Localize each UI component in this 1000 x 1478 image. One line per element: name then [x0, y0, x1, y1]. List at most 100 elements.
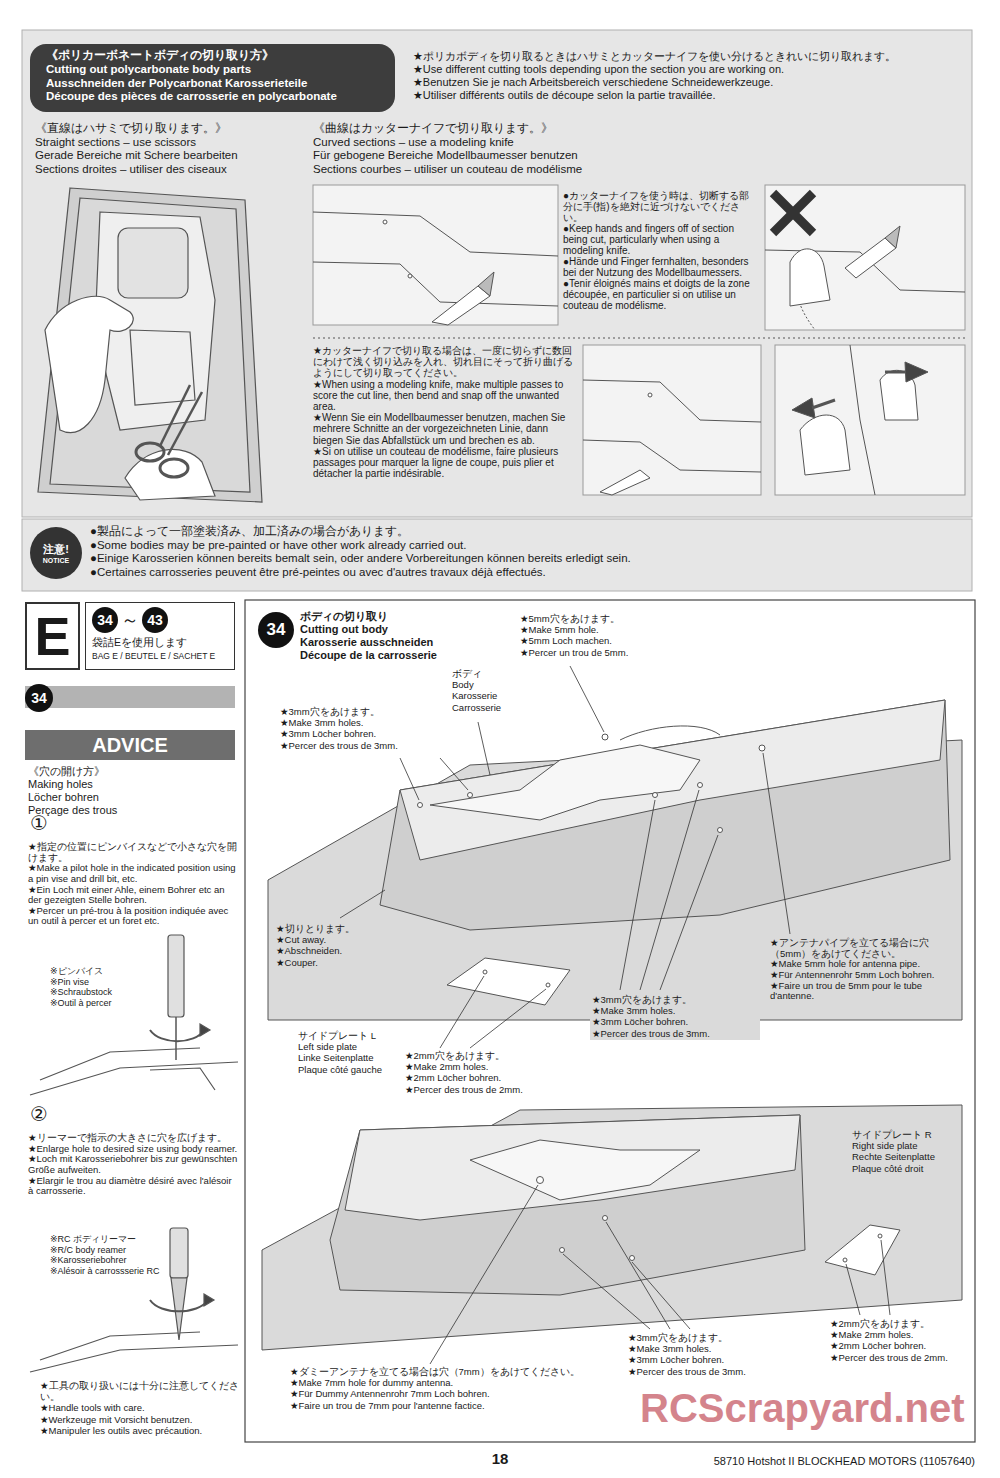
leader-lines-part [470, 989, 546, 1048]
scissors-illustration-part [168, 392, 202, 455]
note-text: Löcher bohren [28, 791, 238, 804]
body-top-illustration-part [468, 793, 473, 798]
step-number-text: 34 [267, 620, 286, 640]
wrong-way-illustration-part [773, 193, 813, 233]
advice-band-text: ADVICE [25, 730, 235, 760]
note-text: Perçage des trous [28, 804, 238, 817]
note-text: ※ピンバイス [50, 966, 160, 977]
note-text: ※Pin vise [50, 977, 160, 988]
body-top-illustration [268, 700, 962, 1020]
body-top-illustration-part [718, 828, 723, 833]
text-group: 《曲線はカッターナイフで切り取ります。》Curved sections – us… [313, 122, 763, 176]
note-text: 18 [470, 1450, 530, 1468]
scoring-illustration-part [885, 371, 906, 374]
knife-illustration-part [313, 262, 558, 306]
note-text: ★3mm Löcher bohren. [280, 728, 460, 739]
leader-lines-part [340, 890, 385, 918]
note-text: ★Loch mit Karosseriebohrer bis zur gewün… [28, 1154, 238, 1175]
scoring-illustration-part [600, 470, 650, 495]
note-text: ●Hände und Finger fernhalten, besonders … [563, 256, 758, 278]
pin-vise-illustration [30, 935, 238, 1095]
scissors-illustration-part [45, 296, 133, 432]
knife-illustration-part [383, 220, 387, 224]
knife-illustration-part [313, 212, 558, 256]
body-top-illustration-part [483, 970, 487, 974]
pin-vise-illustration-part [200, 1024, 210, 1036]
note-text: ★指定の位置にピンバイスなどで小さな穴を開けます。 [28, 842, 238, 863]
note-text: ★2mm Löcher bohren. [830, 1340, 970, 1351]
title-box-text: Ausschneiden der Polycarbonat Karosserie… [46, 77, 379, 91]
bag-range-box-text: 34 [92, 607, 118, 633]
note-text: ★Werkzeuge mit Vorsicht benutzen. [40, 1414, 240, 1425]
text-group: 《穴の開け方》Making holesLöcher bohrenPerçage … [28, 765, 238, 817]
knife-illustration-part [478, 272, 494, 296]
note-text: ★Enlarge hole to desired size using body… [28, 1144, 238, 1155]
top-panel-part [22, 30, 972, 517]
note-text: Left side plate [298, 1041, 418, 1052]
text-group: 18 [470, 1450, 530, 1468]
note-text: ★Für Dummy Antennenrohr 7mm Loch bohren. [290, 1388, 620, 1399]
text-group: サイドプレート LLeft side plateLinke Seitenplat… [298, 1030, 418, 1075]
text-group: ★アンテナパイプを立てる場合に穴（5mm）をあけてください。★Make 5mm … [768, 937, 960, 1003]
note-text: ★リーマーで指示の大きさに穴を広げます。 [28, 1133, 238, 1144]
reamer-illustration-part [30, 1345, 238, 1372]
scoring-illustration-part [583, 440, 761, 472]
note-text: Carrosserie [452, 702, 552, 713]
note-text: ★Make 2mm holes. [405, 1061, 585, 1072]
pin-vise-illustration-part [150, 1030, 204, 1041]
bag-range-box-text: 43 [142, 607, 168, 633]
note-text: ★3mm Löcher bohren. [628, 1354, 808, 1365]
note-text: Curved sections – use a modeling knife [313, 136, 763, 150]
note-text: 58710 Hotshot II BLOCKHEAD MOTORS (11057… [640, 1455, 975, 1468]
leader-lines-part [606, 1222, 670, 1329]
scoring-illustration-part [850, 345, 875, 495]
note-text: 《穴の開け方》 [28, 765, 238, 778]
note-text: ※R/C body reamer [50, 1245, 162, 1256]
pin-vise-illustration-part [150, 1068, 215, 1090]
note-text: ●カッターナイフを使う時は、切断する部分に手(指)を絶対に近づけないでください。 [563, 190, 758, 223]
note-text: ★2mm穴をあけます。 [830, 1318, 970, 1329]
pin-vise-illustration-part [175, 1017, 177, 1060]
note-text: ★5mm Loch machen. [520, 635, 700, 646]
note-text: ★Wenn Sie ein Modellbaumesser benutzen, … [313, 412, 575, 446]
note-text: ★Ein Loch mit einer Ahle, einem Bohrer e… [28, 885, 238, 906]
note-text: ★3mm Löcher bohren. [592, 1016, 758, 1027]
body-top-illustration-part [546, 983, 550, 987]
scoring-illustration-part [583, 345, 761, 495]
note-text: ★Make 2mm holes. [830, 1329, 970, 1340]
note-text: Sections droites – utiliser des ciseaux [35, 163, 305, 177]
note-text: Für gebogene Bereiche Modellbaumesser be… [313, 149, 763, 163]
note-text: Cutting out body [300, 623, 510, 636]
text-group: ★3mm穴をあけます。★Make 3mm holes.★3mm Löcher b… [590, 993, 760, 1040]
note-text: ★Si on utilise un couteau de modélisme, … [313, 446, 575, 480]
text-group: ★ダミーアンテナを立てる場合は穴（7mm）をあけてください。★Make 7mm … [290, 1366, 620, 1411]
callout-number: ① [30, 812, 70, 836]
note-text: Rechte Seitenplatte [852, 1151, 958, 1162]
note-text: ★Elargir le trou au diamètre désiré avec… [28, 1176, 238, 1197]
text-group: ★3mm穴をあけます。★Make 3mm holes.★3mm Löcher b… [280, 706, 460, 751]
note-text: ★Für Antennenrohr 5mm Loch bohren. [770, 970, 958, 981]
reamer-illustration-part [170, 1228, 188, 1278]
note-text: ★Benutzen Sie je nach Arbeitsbereich ver… [413, 76, 968, 89]
body-bottom-illustration-part [537, 1177, 544, 1184]
note-text: ★切りとります。 [276, 923, 372, 934]
separator-line [313, 338, 965, 339]
knife-illustration [313, 185, 558, 325]
scissors-illustration-part [160, 385, 190, 446]
note-text: ★Faire un trou de 7mm pour l'antenne fac… [290, 1400, 620, 1411]
step-bar-part [25, 686, 235, 708]
note-text: ★Handle tools with care. [40, 1402, 240, 1413]
scoring-illustration-part [905, 362, 928, 382]
note-text: ★Make 5mm hole for antenna pipe. [770, 959, 958, 970]
body-top-illustration-part [447, 958, 570, 1005]
bag-range-box-text: 袋詰Eを使用します [92, 636, 228, 650]
body-bottom-illustration-part [330, 1115, 805, 1295]
note-text: ★Make 3mm holes. [280, 717, 460, 728]
scoring-illustration-part [812, 400, 835, 408]
leader-lines [340, 666, 890, 1364]
note-text: 《曲線はカッターナイフで切り取ります。》 [313, 122, 763, 136]
note-text: ●Keep hands and fingers off of section b… [563, 223, 758, 256]
reamer-illustration-part [171, 1278, 187, 1340]
note-text: ★2mm Löcher bohren. [405, 1072, 585, 1083]
pin-vise-illustration-part [168, 935, 184, 1017]
